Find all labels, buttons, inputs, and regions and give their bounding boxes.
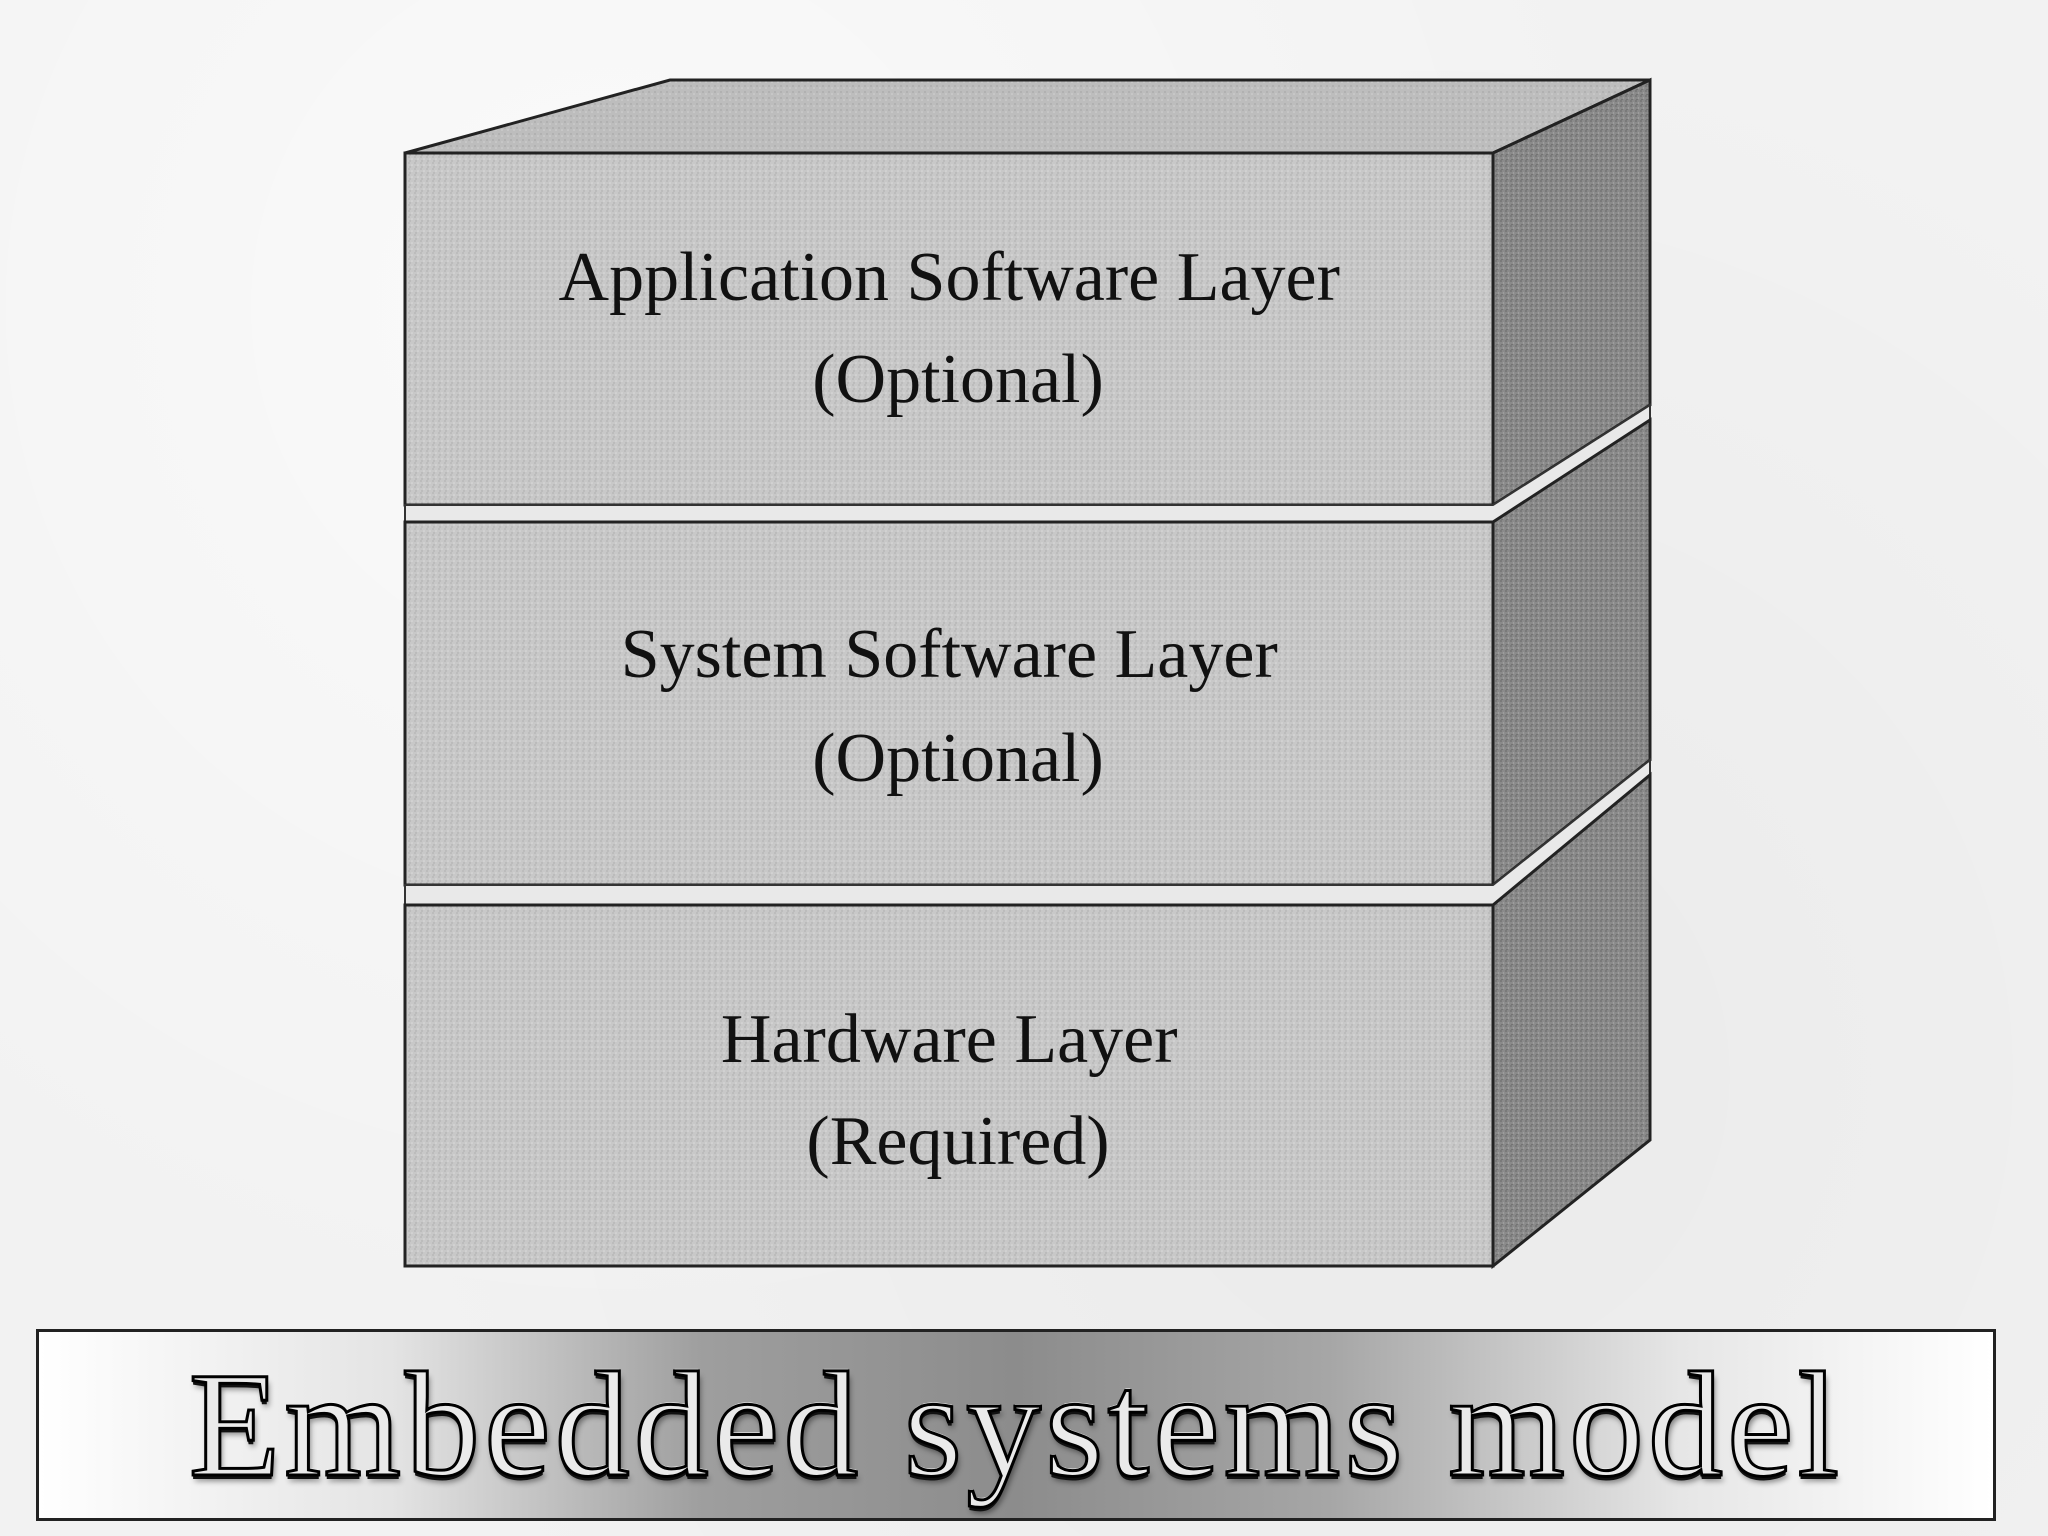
svg-text:Application Software Layer: Application Software Layer (Optional)	[559, 239, 1358, 418]
layer-application-title: Application Software Layer	[559, 239, 1340, 316]
layer-system-front	[403, 520, 1495, 887]
layer-system: System Software Layer (Optional)	[403, 417, 1652, 889]
layer-stack-diagram: Application Software Layer (Optional) Sy…	[403, 77, 1652, 1270]
layer-application-status: (Optional)	[812, 341, 1104, 418]
stack-top-face	[404, 78, 1651, 155]
svg-text:Hardware Layer (Required: Hardware Layer (Required)	[721, 1001, 1195, 1180]
layer-application: Application Software Layer (Optional)	[403, 77, 1652, 508]
svg-text:System Software Layer (O: System Software Layer (Optional)	[621, 616, 1296, 797]
caption-title: Embedded systems model	[187, 1342, 1844, 1508]
layer-hardware: Hardware Layer (Required)	[403, 771, 1652, 1270]
layer-hardware-status: (Required)	[806, 1103, 1109, 1180]
layer-system-status: (Optional)	[812, 720, 1104, 797]
layer-hardware-front	[403, 903, 1495, 1268]
layer-application-front	[403, 151, 1495, 507]
caption-banner: Embedded systems model	[36, 1329, 1996, 1521]
layer-hardware-title: Hardware Layer	[721, 1001, 1178, 1078]
layer-system-title: System Software Layer	[621, 616, 1278, 693]
